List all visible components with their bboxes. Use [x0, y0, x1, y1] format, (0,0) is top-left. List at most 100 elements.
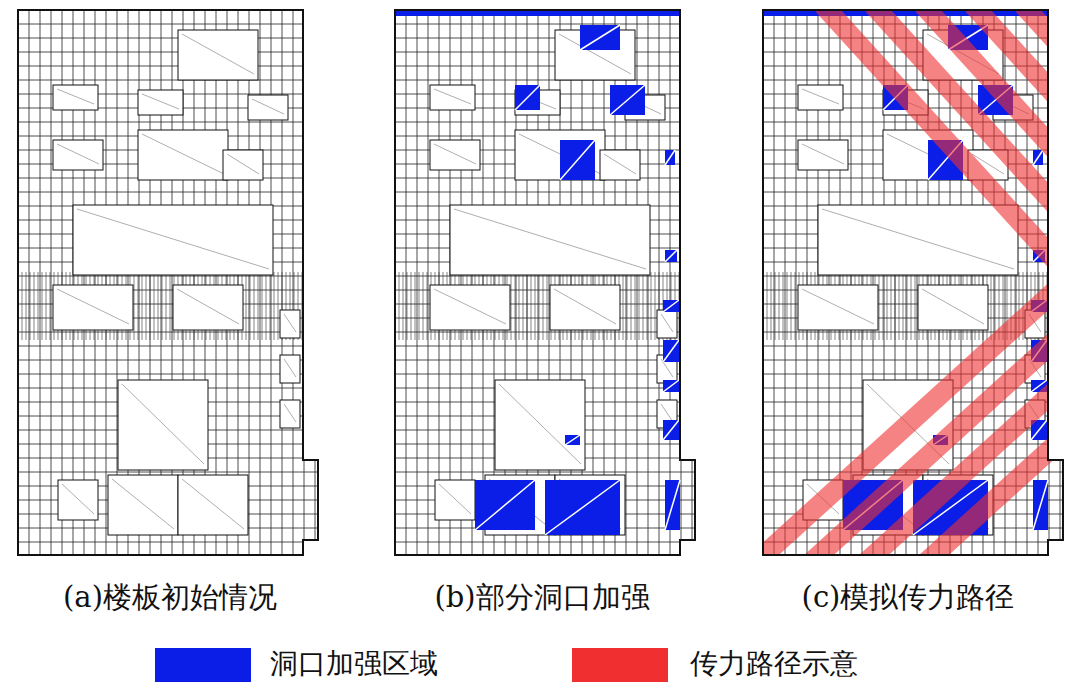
slab-opening: [138, 90, 183, 115]
slab-opening: [657, 310, 677, 338]
plan-line: [249, 10, 250, 555]
plan-line: [991, 272, 992, 340]
opening-mark: [822, 209, 1014, 269]
plan-line: [18, 276, 318, 277]
plan-line: [494, 10, 495, 555]
opening-mark: [77, 209, 269, 269]
plan-line: [216, 10, 217, 555]
plan-border: [395, 10, 695, 555]
slab-opening: [108, 475, 178, 535]
plan-line: [604, 10, 605, 555]
plan-line: [46, 272, 47, 340]
reinforce-area: [610, 85, 645, 115]
plan-line: [117, 10, 118, 555]
plan-line: [415, 272, 416, 340]
opening-mark: [177, 289, 239, 324]
plan-line: [18, 52, 318, 53]
reinforce-mark: [545, 480, 620, 535]
reinforce-mark: [663, 340, 679, 362]
plan-line: [763, 542, 1063, 543]
plan-line: [627, 272, 628, 340]
plan-line: [515, 272, 516, 340]
reinforce-mark: [1033, 150, 1043, 165]
plan-line: [899, 272, 900, 340]
plan-line: [29, 10, 30, 555]
plan-line: [18, 346, 318, 347]
opening-mark: [142, 134, 224, 174]
plan-line: [395, 122, 695, 123]
plan-line: [106, 10, 107, 555]
plan-border: [18, 10, 318, 555]
plan-line: [18, 122, 318, 123]
reinforce-mark: [565, 435, 580, 445]
reinforce-mark: [665, 480, 680, 530]
plan-grid: [753, 5, 1080, 565]
plan-line: [166, 272, 167, 340]
reinforce-area: [663, 300, 679, 312]
plan-line: [647, 272, 648, 340]
plan-line: [142, 272, 143, 340]
slab-opening: [798, 85, 843, 110]
plan-line: [154, 272, 155, 340]
opening-mark: [57, 144, 99, 164]
plan-line: [505, 10, 506, 555]
plan-line: [395, 80, 695, 81]
plan-line: [395, 38, 695, 39]
opening-mark: [802, 289, 874, 324]
plan-line: [238, 10, 239, 555]
plan-line: [427, 272, 428, 340]
reinforce-mark: [665, 150, 675, 165]
slab-opening: [798, 140, 848, 170]
reinforce-area: [1033, 150, 1043, 165]
slab-opening: [173, 285, 243, 330]
reinforce-area: [1033, 480, 1048, 530]
plan-line: [395, 542, 695, 543]
plan-line: [543, 272, 544, 340]
plan-border: [763, 10, 1063, 555]
plan-line: [670, 10, 671, 555]
plan-line: [763, 80, 1063, 81]
plan-line: [795, 272, 796, 340]
plan-line: [659, 10, 660, 555]
opening-mark: [439, 484, 471, 514]
plan-line: [411, 272, 412, 340]
floor-plan: [395, 10, 695, 555]
slab-opening: [430, 285, 510, 330]
plan-line: [278, 272, 279, 340]
opening-mark: [604, 154, 636, 174]
floor-plan: [753, 5, 1080, 565]
slab-opening: [280, 400, 300, 428]
plan-line: [1060, 10, 1061, 555]
plan-line: [395, 276, 695, 277]
opening-mark: [142, 94, 179, 109]
opening-mark: [454, 209, 646, 269]
reinforce-area: [665, 480, 680, 530]
plan-line: [162, 272, 163, 340]
plan-line: [779, 272, 780, 340]
reinforce-mark: [663, 380, 679, 392]
slab-opening: [435, 480, 475, 520]
plan-line: [403, 272, 404, 340]
plan-line: [539, 272, 540, 340]
plan-line: [282, 10, 283, 555]
plan-line: [651, 272, 652, 340]
plan-line: [158, 272, 159, 340]
plan-line: [873, 10, 874, 555]
plan-line: [796, 10, 797, 555]
plan-line: [18, 360, 318, 361]
reinforce-area: [580, 25, 620, 50]
opening-mark: [112, 479, 174, 529]
plan-line: [18, 24, 318, 25]
plan-line: [262, 272, 263, 340]
slab-opening: [138, 130, 228, 180]
opening-mark: [499, 384, 581, 464]
opening-mark: [182, 34, 254, 74]
plan-line: [763, 24, 1063, 25]
slab-opening: [178, 475, 248, 535]
plan-line: [428, 10, 429, 555]
plan-line: [655, 272, 656, 340]
reinforce-area: [565, 435, 580, 445]
reinforce-mark: [515, 85, 540, 110]
plan-line: [775, 272, 776, 340]
slab-opening: [600, 150, 640, 180]
